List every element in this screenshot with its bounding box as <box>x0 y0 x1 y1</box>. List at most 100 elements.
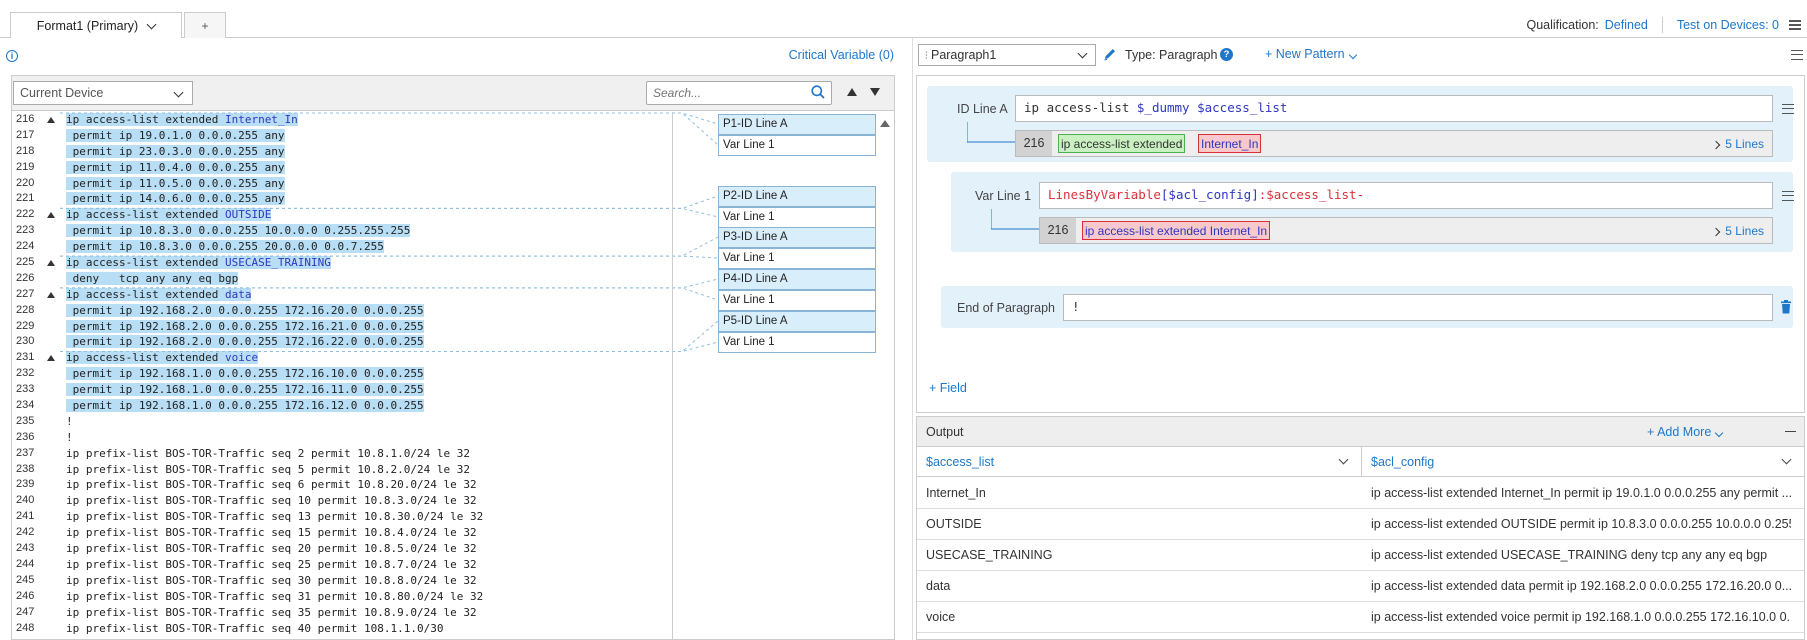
trash-icon[interactable] <box>1780 300 1792 314</box>
code-text: permit ip 192.168.1.0 0.0.0.255 172.16.1… <box>66 367 424 381</box>
code-segment: permit ip 192.168.2.0 0.0.0.255 172.16.2… <box>66 303 424 317</box>
code-text: ip prefix-list BOS-TOR-Traffic seq 40 pe… <box>66 622 444 635</box>
pencil-icon[interactable] <box>1103 47 1117 61</box>
paragraph-box[interactable]: P2-ID Line A <box>718 186 876 207</box>
field-menu-icon[interactable] <box>1782 191 1794 201</box>
code-line: permit ip 192.168.2.0 0.0.0.255 172.16.2… <box>66 334 676 350</box>
previous-match-arrow-icon[interactable] <box>847 88 857 96</box>
code-text: ip prefix-list BOS-TOR-Traffic seq 25 pe… <box>66 558 477 571</box>
new-pattern-label: + New Pattern <box>1265 47 1345 61</box>
critical-variable-link[interactable]: Critical Variable (0) <box>788 48 894 62</box>
code-text: deny tcp any any eq bgp <box>66 271 239 285</box>
fold-toggle-icon[interactable] <box>47 212 55 219</box>
line-number-text: 239 <box>16 478 35 491</box>
fold-toggle-icon[interactable] <box>47 291 55 298</box>
line-number: 219 <box>12 160 60 176</box>
pattern-editor: ID Line A ip access-list $_dummy $access… <box>916 75 1805 413</box>
fold-toggle-icon[interactable] <box>47 355 55 362</box>
qualification-value-link[interactable]: Defined <box>1604 18 1648 32</box>
collapse-icon[interactable] <box>1785 431 1796 432</box>
search-icon[interactable] <box>811 85 825 99</box>
chevron-down-icon[interactable] <box>1781 454 1792 465</box>
line-number: 218 <box>12 144 60 160</box>
help-icon[interactable]: ? <box>1220 48 1233 61</box>
chevron-down-icon[interactable] <box>1338 454 1349 465</box>
line-number-text: 220 <box>16 176 35 189</box>
code-segment: ip access-list extended <box>66 351 225 365</box>
paragraph-box[interactable]: P5-ID Line A <box>718 311 876 332</box>
line-number: 248 <box>12 621 60 637</box>
code-segment: permit ip 192.168.2.0 0.0.0.255 172.16.2… <box>66 335 424 349</box>
column-header-access-list[interactable]: $access_list <box>917 447 1362 477</box>
code-segment: permit ip 192.168.1.0 0.0.0.255 172.16.1… <box>66 399 424 413</box>
code-line: permit ip 11.0.5.0 0.0.0.255 any <box>66 176 676 192</box>
column-header-acl-config[interactable]: $acl_config <box>1362 447 1804 477</box>
line-number: 232 <box>12 366 60 382</box>
line-number-text: 244 <box>16 557 35 570</box>
leader-line <box>60 287 719 301</box>
code-variable: USECASE_TRAINING <box>224 256 331 270</box>
output-title: Output <box>926 425 964 439</box>
test-on-devices-link[interactable]: Test on Devices: 0 <box>1676 18 1779 32</box>
code-text: ip prefix-list BOS-TOR-Traffic seq 31 pe… <box>66 590 483 603</box>
new-pattern-button[interactable]: + New Pattern <box>1265 47 1357 61</box>
line-number: 239 <box>12 477 60 493</box>
add-field-button[interactable]: + Field <box>929 381 967 395</box>
line-number-text: 232 <box>16 367 35 380</box>
code-segment: permit ip 10.8.3.0 0.0.0.255 10.0.0.0 0.… <box>66 224 411 238</box>
paragraph-box[interactable]: P3-ID Line A <box>718 227 876 248</box>
code-segment: deny tcp any any eq bgp <box>66 271 239 285</box>
search-input[interactable] <box>647 82 797 104</box>
fold-toggle-icon[interactable] <box>47 117 55 123</box>
line-number: 234 <box>12 398 60 414</box>
scroll-up-icon[interactable] <box>880 120 890 127</box>
leader-line <box>60 278 719 289</box>
line-number: 235 <box>12 414 60 430</box>
menu-icon[interactable] <box>1789 20 1801 30</box>
id-line-pattern-input[interactable]: ip access-list $_dummy $access_list <box>1015 95 1773 122</box>
code-segment: ip prefix-list BOS-TOR-Traffic seq 31 pe… <box>66 589 484 603</box>
paragraph-box[interactable]: Var Line 1 <box>718 332 876 353</box>
paragraph-box[interactable]: P4-ID Line A <box>718 269 876 290</box>
fold-toggle-icon[interactable] <box>47 260 55 267</box>
field-menu-icon[interactable] <box>1782 104 1794 114</box>
end-of-paragraph-input[interactable]: ! <box>1063 294 1773 321</box>
next-match-arrow-icon[interactable] <box>870 88 880 96</box>
line-number: 228 <box>12 303 60 319</box>
line-number: 240 <box>12 493 60 509</box>
code-text: ! <box>66 415 73 428</box>
id-line-label: ID Line A <box>957 102 1008 116</box>
menu-icon[interactable] <box>1791 50 1803 60</box>
search-box[interactable] <box>646 81 832 105</box>
paragraph-box[interactable]: Var Line 1 <box>718 135 876 156</box>
var-line-pattern-input[interactable]: LinesByVariable[$acl_config]:$access_lis… <box>1039 182 1773 209</box>
code-line: permit ip 14.0.6.0 0.0.0.255 any <box>66 191 676 207</box>
add-tab-button[interactable]: + <box>184 12 226 39</box>
output-panel: Output + Add More $access_list $acl_conf… <box>916 416 1805 640</box>
line-number: 242 <box>12 525 60 541</box>
paragraph-box[interactable]: Var Line 1 <box>718 290 876 311</box>
tab-format1-primary[interactable]: Format1 (Primary) <box>10 12 182 39</box>
add-more-button[interactable]: + Add More <box>1647 425 1724 439</box>
device-select[interactable]: Current Device <box>13 81 193 105</box>
line-number-text: 241 <box>16 510 35 523</box>
code-segment: ip prefix-list BOS-TOR-Traffic seq 13 pe… <box>66 510 484 524</box>
expand-lines-link[interactable]: 5 Lines <box>1712 137 1764 151</box>
paragraph-box[interactable]: P1-ID Line A <box>718 114 876 135</box>
info-icon[interactable]: i <box>6 50 18 62</box>
paragraph-box[interactable]: Var Line 1 <box>718 248 876 269</box>
code-line: ! <box>66 430 676 446</box>
paragraph-icon: ⫶ <box>925 51 928 62</box>
code-line: permit ip 192.168.2.0 0.0.0.255 172.16.2… <box>66 319 676 335</box>
code-text: ip prefix-list BOS-TOR-Traffic seq 15 pe… <box>66 526 477 539</box>
expand-lines-link[interactable]: 5 Lines <box>1712 224 1764 238</box>
paragraph-select[interactable]: ⫶ Paragraph1 <box>918 44 1096 66</box>
chevron-down-icon[interactable] <box>146 19 157 29</box>
line-number-text: 224 <box>16 240 35 253</box>
paragraph-box[interactable]: Var Line 1 <box>718 207 876 228</box>
